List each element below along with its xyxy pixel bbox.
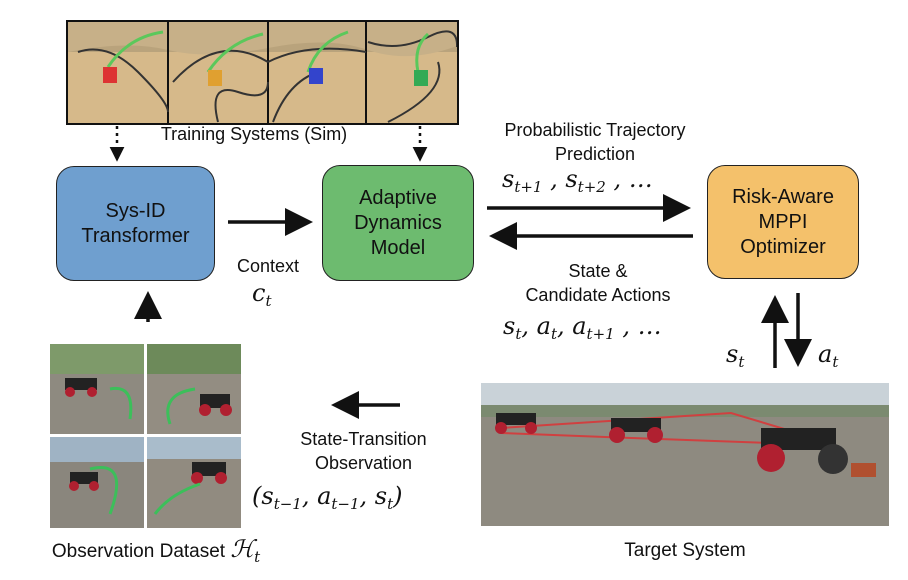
dyn-line2: Dynamics	[354, 211, 442, 234]
action-at-math: at	[818, 340, 839, 371]
training-systems-label: Training Systems (Sim)	[160, 124, 348, 144]
state-line1: State &	[568, 261, 628, 281]
state-st-math: st	[726, 340, 745, 371]
transition-line2: Observation	[314, 453, 413, 473]
transition-tuple-math: (st−1, at−1, st)	[252, 482, 403, 513]
context-math: ct	[252, 279, 272, 310]
observation-dataset-label: Observation Dataset ℋt	[6, 537, 306, 569]
predicted-states-math: st+1 , st+2 , …	[502, 165, 653, 196]
observation-dataset-math: ℋt	[230, 535, 261, 566]
context-label: Context	[236, 256, 300, 276]
pred-line1: Probabilistic Trajectory	[504, 120, 686, 140]
state-transition-label: State-Transition Observation	[256, 427, 471, 475]
adaptive-dynamics-model-box: Adaptive Dynamics Model	[322, 165, 474, 281]
pred-line2: Prediction	[554, 144, 636, 164]
sysid-line1: Sys-ID	[105, 199, 166, 222]
observation-dataset-text: Observation Dataset	[51, 541, 226, 562]
dyn-line3: Model	[370, 236, 426, 259]
sysid-line2: Transformer	[81, 224, 190, 247]
dyn-line1: Adaptive	[359, 186, 437, 209]
mppi-line3: Optimizer	[740, 235, 826, 258]
prediction-label: Probabilistic Trajectory Prediction	[470, 118, 720, 166]
mppi-line2: MPPI	[758, 210, 808, 233]
state-line2: Candidate Actions	[525, 285, 671, 305]
risk-aware-mppi-box: Risk-Aware MPPI Optimizer	[707, 165, 859, 279]
observation-photos	[50, 344, 241, 528]
target-system-photo	[481, 383, 889, 526]
mppi-line1: Risk-Aware	[732, 185, 834, 208]
target-system-label: Target System	[624, 540, 746, 561]
sysid-transformer-box: Sys-ID Transformer	[56, 166, 215, 281]
sim-training-images	[66, 20, 459, 125]
state-actions-math: st, at, at+1 , …	[503, 312, 662, 343]
state-actions-label: State & Candidate Actions	[498, 259, 698, 307]
transition-line1: State-Transition	[300, 429, 427, 449]
